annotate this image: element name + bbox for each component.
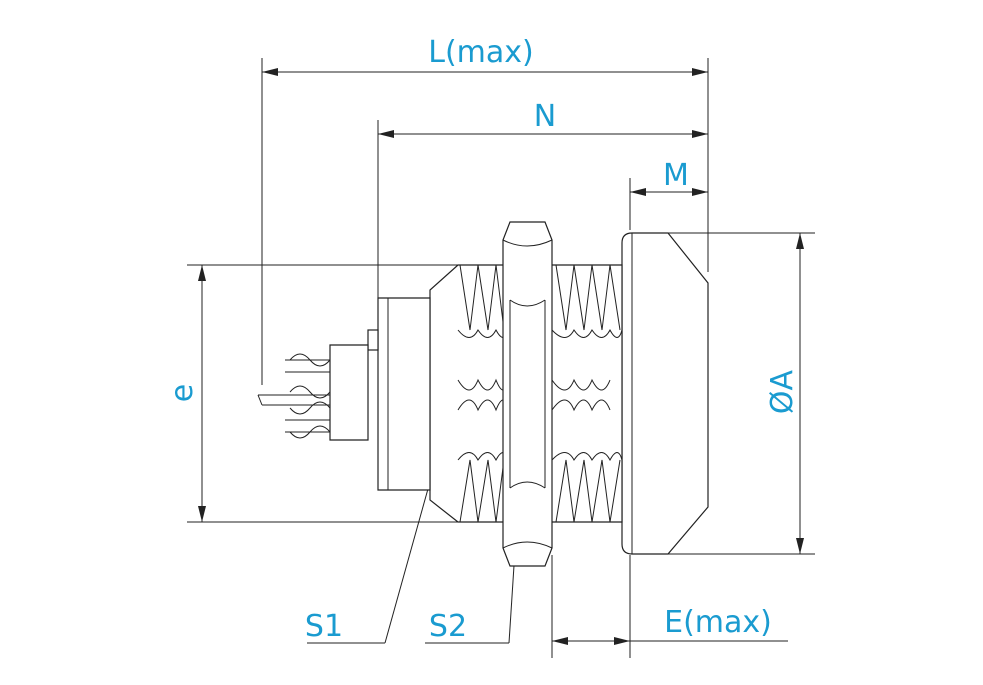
label-e: e (165, 384, 200, 402)
label-l-max: L(max) (428, 35, 533, 70)
hex-nut (502, 221, 553, 567)
dimension-l-max: L(max) (261, 35, 709, 385)
label-m: M (663, 158, 689, 193)
rear-body (377, 297, 431, 491)
label-s1: S1 (305, 609, 343, 644)
dimension-n: N (377, 99, 708, 300)
label-s2: S2 (429, 609, 467, 644)
front-flange (621, 232, 709, 555)
dimension-e-max: E(max) (551, 555, 788, 658)
connector-body (257, 221, 709, 567)
dimension-e: e (165, 264, 462, 523)
dimension-m: M (629, 158, 708, 230)
label-n: N (534, 99, 556, 134)
rear-collar (367, 329, 379, 351)
dimension-diameter-a: ØA (668, 232, 815, 555)
label-e-max: E(max) (664, 605, 772, 640)
contact-pins (257, 353, 331, 439)
label-dia-a: ØA (765, 369, 800, 414)
